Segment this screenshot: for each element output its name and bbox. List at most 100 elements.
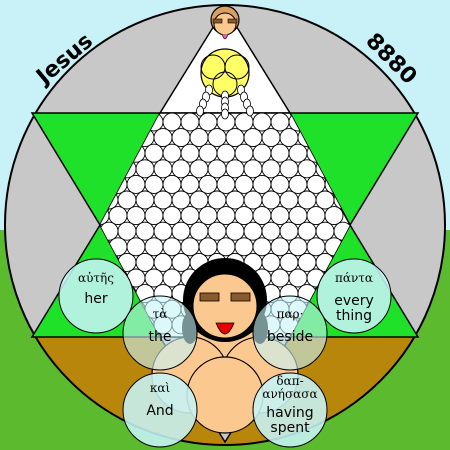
lattice-circle xyxy=(162,143,182,163)
bubble-everything[interactable]: πάντα every thing xyxy=(316,258,392,334)
bubble-and[interactable]: καὶ And xyxy=(122,372,198,448)
lattice-circle xyxy=(180,206,200,226)
lattice-circle xyxy=(297,252,317,272)
lattice-circle xyxy=(135,159,155,179)
bubble-having-spent[interactable]: δαπ- ανήσασα having spent xyxy=(252,372,328,448)
lattice-circle xyxy=(288,268,308,288)
lattice-circle xyxy=(288,174,308,194)
lattice-circle xyxy=(189,221,209,241)
lattice-circle xyxy=(270,113,290,132)
bubble-english: the xyxy=(149,329,172,345)
bubble-english-line1: having xyxy=(266,405,313,421)
lattice-circle xyxy=(153,128,173,148)
lattice-circle xyxy=(144,237,164,257)
lattice-circle xyxy=(261,190,281,210)
lattice-circle xyxy=(297,190,317,210)
lattice-circle xyxy=(288,143,308,163)
top-figure-mouth xyxy=(221,33,229,40)
lattice-circle xyxy=(252,206,272,226)
lattice-circle xyxy=(297,221,317,241)
lattice-circle xyxy=(243,128,263,148)
lattice-circle xyxy=(279,190,299,210)
lattice-circle xyxy=(225,128,245,148)
bubble-english-line1: every xyxy=(334,293,374,309)
bubble-greek-line2: ανήσασα xyxy=(262,387,317,401)
lattice-circle xyxy=(144,174,164,194)
lattice-circle xyxy=(135,252,155,272)
lattice-circle xyxy=(153,221,173,241)
figure-face xyxy=(192,273,258,339)
bubble-the[interactable]: τὰ the xyxy=(122,295,198,371)
lattice-circle xyxy=(171,221,191,241)
bubble-greek: καὶ xyxy=(150,381,171,395)
lattice-circle xyxy=(126,237,146,257)
lattice-circle xyxy=(171,190,191,210)
lattice-circle xyxy=(135,221,155,241)
lattice-circle xyxy=(252,143,272,163)
lattice-circle xyxy=(189,190,209,210)
lattice-circle xyxy=(189,128,209,148)
lattice-circle xyxy=(279,128,299,148)
lattice-circle xyxy=(225,190,245,210)
lattice-circle xyxy=(243,190,263,210)
lattice-circle xyxy=(153,190,173,210)
lattice-circle xyxy=(270,143,290,163)
lattice-circle xyxy=(189,159,209,179)
bubble-english: And xyxy=(146,403,173,419)
lattice-circle xyxy=(162,268,182,288)
lattice-circle xyxy=(279,221,299,241)
top-figure-bead xyxy=(221,108,229,120)
top-figure-bead xyxy=(196,105,204,117)
lattice-circle xyxy=(225,159,245,179)
lattice-circle xyxy=(198,237,218,257)
lattice-circle xyxy=(135,190,155,210)
lattice-circle xyxy=(234,174,254,194)
lattice-circle xyxy=(207,190,227,210)
top-figure-eye-right xyxy=(227,18,238,24)
top-figure-pattern xyxy=(224,54,250,80)
lattice-circle xyxy=(180,113,200,132)
lattice-circle xyxy=(261,159,281,179)
lattice-circle xyxy=(171,128,191,148)
lattice-circle xyxy=(243,221,263,241)
lattice-circle xyxy=(108,206,128,226)
bubble-beside[interactable]: παρ· beside xyxy=(252,295,328,371)
bubble-greek-line1: δαπ- xyxy=(276,374,303,388)
bubble-her[interactable]: αὐτῆς her xyxy=(58,258,134,334)
lattice-circle xyxy=(315,190,335,210)
lattice-circle xyxy=(162,113,182,132)
lattice-circle xyxy=(117,190,137,210)
lattice-circle xyxy=(216,237,236,257)
top-figure-beads xyxy=(196,84,254,120)
lattice-circle xyxy=(180,174,200,194)
lattice-circle xyxy=(243,159,263,179)
lattice-circle xyxy=(171,252,191,272)
lattice-circle xyxy=(252,113,272,132)
lattice-circle xyxy=(144,143,164,163)
figure-eye-right xyxy=(230,292,251,302)
lattice-circle xyxy=(117,221,137,241)
lattice-circle xyxy=(180,237,200,257)
lattice-circle xyxy=(252,237,272,257)
figure-body-lower xyxy=(186,356,264,434)
lattice-circle xyxy=(252,174,272,194)
lattice-circle xyxy=(225,221,245,241)
lattice-circle xyxy=(216,174,236,194)
bubble-greek: τὰ xyxy=(153,307,168,321)
lattice-circle xyxy=(153,252,173,272)
lattice-circle xyxy=(234,143,254,163)
figure-eye-left xyxy=(199,292,220,302)
lattice-circle xyxy=(126,174,146,194)
lattice-circle xyxy=(270,174,290,194)
lattice-circle xyxy=(270,237,290,257)
lattice-circle xyxy=(261,252,281,272)
lattice-circle xyxy=(324,206,344,226)
lattice-circle xyxy=(144,206,164,226)
lattice-circle xyxy=(270,206,290,226)
lattice-circle xyxy=(270,268,290,288)
lattice-circle xyxy=(297,159,317,179)
top-figure-face xyxy=(213,12,237,36)
lattice-circle xyxy=(261,221,281,241)
lattice-circle xyxy=(261,128,281,148)
